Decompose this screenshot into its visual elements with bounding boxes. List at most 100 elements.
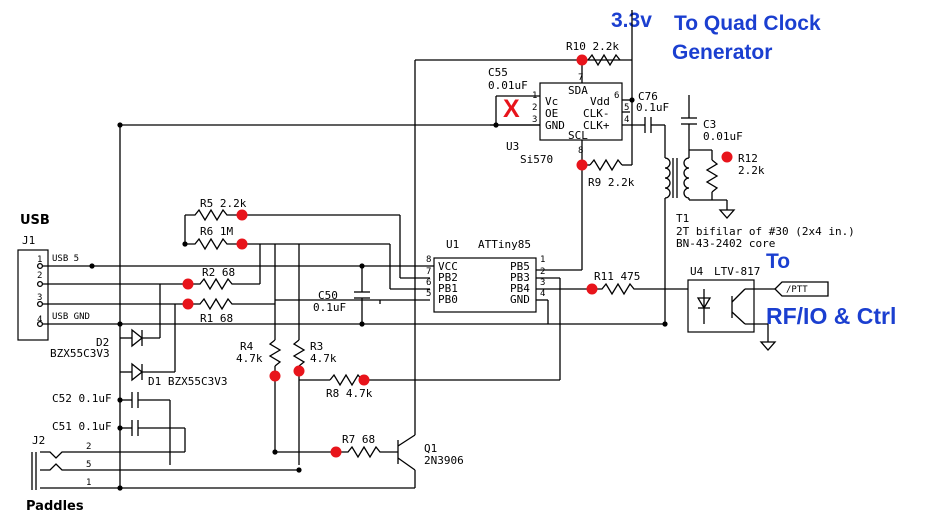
junction-dots — [89, 97, 668, 491]
r4-value: 4.7k — [236, 352, 263, 365]
usb-title: USB — [20, 213, 50, 228]
u3-scl-label: SCL — [568, 129, 588, 142]
u1-pin-7: 7 — [426, 267, 431, 277]
resistor-r5: R5 2.2k — [184, 197, 430, 279]
r8-label: R8 4.7k — [326, 387, 373, 400]
zener-d1: D1 BZX55C3V3 — [120, 304, 227, 388]
u1-pin-3: 3 — [540, 278, 545, 288]
u4-ref: U4 — [690, 265, 704, 278]
t1-label: T1 — [676, 212, 689, 225]
zener-d2: D2 BZX55C3V3 — [50, 284, 161, 360]
r9-label: R9 2.2k — [588, 176, 635, 189]
u3-sda-pin-number: 7 — [578, 73, 583, 83]
u1-pin-5: 5 — [426, 289, 431, 299]
u1-name: ATTiny85 — [478, 238, 531, 251]
u3-pin-5: 5 — [624, 103, 629, 113]
j2-label: J2 — [32, 434, 45, 447]
u1-pin-1: 1 — [540, 255, 545, 265]
r5-label: R5 2.2k — [200, 197, 247, 210]
u1-pb5: PB5 — [510, 260, 530, 273]
u1-pb1: PB1 — [438, 282, 458, 295]
u3-name: Si570 — [520, 153, 553, 166]
u3-gnd-label: GND — [545, 119, 565, 132]
u1-pb2-left: PB2 — [438, 271, 458, 284]
r4-label: R4 — [240, 340, 254, 353]
u1-pin-6: 6 — [426, 278, 431, 288]
resistor-r3: R3 4.7k — [292, 244, 337, 465]
u1-vcc: VCC — [438, 260, 458, 273]
t1-note-line2: BN-43-2402 core — [676, 237, 775, 250]
ptt-label: /PTT — [786, 285, 808, 295]
c55-label: C55 — [488, 66, 508, 79]
c50-value: 0.1uF — [313, 301, 346, 314]
capacitor-c52: C52 0.1uF — [52, 392, 171, 465]
j2-pin-2: 2 — [86, 442, 91, 452]
u4-name: LTV-817 — [714, 265, 760, 278]
u4-optocoupler: U4 LTV-817 /PTT — [687, 265, 829, 351]
resistor-r11: R11 475 — [592, 270, 700, 296]
u3-pin-4: 4 — [624, 115, 629, 125]
j1-pin-1: 1 — [37, 255, 42, 265]
red-markers — [182, 54, 733, 458]
resistor-r8: R8 4.7k — [299, 373, 560, 400]
u1-pin-2: 2 — [540, 267, 545, 277]
c76-label: C76 — [638, 90, 658, 103]
resistor-r10: R10 2.2k — [566, 40, 621, 67]
resistor-r1: R1 68 — [188, 297, 275, 325]
t1-note-line1: 2T bifilar of #30 (2x4 in.) — [676, 225, 855, 238]
transformer-t1: R12 2.2k T1 2T bifilar of #30 (2x4 in.) … — [664, 149, 855, 325]
q1-label: Q1 — [424, 442, 437, 455]
c50-label: C50 — [318, 289, 338, 302]
u1-pin-4: 4 — [540, 289, 545, 299]
u3-pin-3: 3 — [532, 115, 537, 125]
u3-vc-label: Vc — [545, 95, 558, 108]
r10-label: R10 2.2k — [566, 40, 619, 53]
resistor-r9: R9 2.2k — [582, 158, 635, 189]
rf-ctrl-annotation: RF/IO & Ctrl — [766, 303, 896, 329]
u3-clkp-label: CLK+ — [583, 119, 610, 132]
resistor-r7: R7 68 — [275, 433, 398, 459]
capacitor-c50: C50 0.1uF — [313, 266, 370, 324]
u3-oe-label: OE — [545, 107, 558, 120]
quad-clock-annotation-line1: To Quad Clock — [674, 12, 821, 35]
u3-ref: U3 — [506, 140, 519, 153]
c51-label: C51 0.1uF — [52, 420, 112, 433]
r12-label: R12 — [738, 152, 758, 165]
j2-pin-5: 5 — [86, 460, 91, 470]
usb-gnd-label: USB GND — [52, 312, 90, 322]
q1-value: 2N3906 — [424, 454, 464, 467]
u3-clkm-label: CLK- — [583, 107, 610, 120]
d2-value: BZX55C3V3 — [50, 347, 110, 360]
paddles-title: Paddles — [26, 499, 84, 514]
usb-connector-j1: USB J1 1 2 3 4 USB 5 USB GND — [17, 213, 665, 341]
rf-to-annotation: To — [766, 250, 790, 273]
capacitor-c76: C76 0.1uF — [636, 90, 669, 158]
transistor-q1: Q1 2N3906 — [397, 434, 464, 488]
u1-pb3: PB3 — [510, 271, 530, 284]
paddles-connector-j2: J2 2 5 1 Paddles — [26, 434, 415, 514]
c3-value: 0.01uF — [703, 130, 743, 143]
r2-label: R2 68 — [202, 266, 235, 279]
top-3v3-rail — [414, 10, 633, 435]
u3-sda-label: SDA — [568, 84, 588, 97]
no-connect-x-mark: X — [503, 95, 520, 123]
r12-value: 2.2k — [738, 164, 765, 177]
r6-label: R6 1M — [200, 225, 233, 238]
u3-scl-pin-number: 8 — [578, 146, 583, 156]
capacitor-c3: C3 0.01uF — [681, 95, 743, 150]
j1-pin-2: 2 — [37, 271, 42, 281]
r3-label: R3 — [310, 340, 323, 353]
u1-pb0: PB0 — [438, 293, 458, 306]
resistor-r2: R2 68 — [188, 266, 260, 291]
d1-label: D1 BZX55C3V3 — [148, 375, 227, 388]
u3-pin-6: 6 — [614, 91, 619, 101]
r11-label: R11 475 — [594, 270, 640, 283]
u1-ref: U1 — [446, 238, 459, 251]
r1-label: R1 68 — [200, 312, 233, 325]
usb-5-label: USB 5 — [52, 254, 79, 264]
quad-clock-annotation-line2: Generator — [672, 41, 772, 64]
c3-label: C3 — [703, 118, 716, 131]
resistor-r6: R6 1M — [185, 225, 430, 290]
j1-pin-4: 4 — [37, 315, 42, 325]
